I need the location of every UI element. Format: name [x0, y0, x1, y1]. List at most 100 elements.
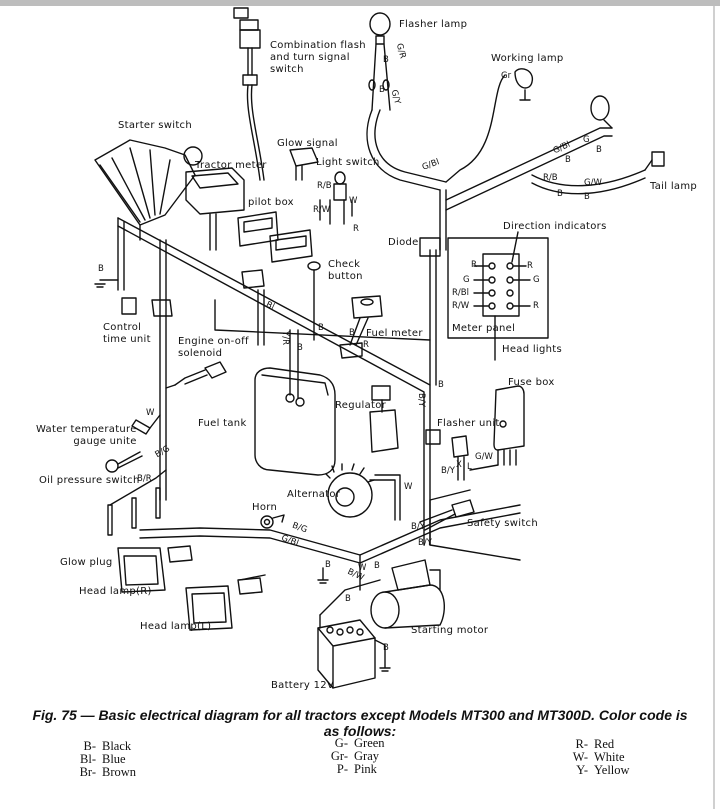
- wire-code: B: [318, 323, 324, 333]
- label-oil-pressure: Oil pressure switch: [39, 475, 140, 486]
- glow-plug-icon: [107, 469, 167, 536]
- wire-code: B: [584, 192, 590, 202]
- starting-motor-icon: [370, 559, 446, 629]
- wire-code: B: [374, 561, 380, 571]
- color-code-row: Gr-Gray: [320, 750, 385, 763]
- wire-code: B: [565, 155, 571, 165]
- wire-code: B/Y: [441, 466, 455, 476]
- wire-code: B/Y: [418, 538, 432, 548]
- wire-code: R: [533, 301, 539, 311]
- label-fuel-tank: Fuel tank: [198, 418, 247, 429]
- wire-code: R/B: [317, 181, 332, 191]
- horn-icon: [260, 514, 285, 529]
- connectors: [151, 237, 441, 595]
- label-engine-solenoid: Engine on-off solenoid: [178, 336, 249, 359]
- color-code-key: R-: [575, 737, 589, 751]
- label-combination-switch: Combination flash and turn signal switch: [270, 40, 366, 75]
- wire-code: W: [146, 408, 155, 418]
- label-head-lamp-r: Head lamp(R): [79, 586, 152, 597]
- label-tail-lamp: Tail lamp: [650, 181, 698, 192]
- color-code-row: G-Green: [320, 737, 385, 750]
- head-lamp-left-icon: [185, 585, 233, 631]
- oil-pressure-switch-icon: [105, 451, 143, 473]
- color-code-name: Pink: [354, 762, 377, 776]
- label-control-time-unit: Control time unit: [103, 322, 151, 345]
- wire-code: W: [349, 196, 358, 206]
- glow-signal-icon: [289, 147, 319, 181]
- wire-code: B: [349, 328, 355, 338]
- label-fuse-box: Fuse box: [508, 377, 555, 388]
- figure-caption: Fig. 75 — Basic electrical diagram for a…: [32, 707, 688, 739]
- label-direction-indicators: Direction indicators: [503, 221, 607, 232]
- fuel-meter-icon: [339, 295, 383, 359]
- color-code-name: White: [594, 750, 625, 764]
- label-tractor-meter: Tractor meter: [195, 160, 267, 171]
- lower-harness: [139, 489, 521, 616]
- label-alternator: Alternator: [287, 489, 341, 500]
- color-code-row: Y- Yellow: [560, 763, 630, 777]
- color-code-column-2: G-Green Gr-Gray P- Pink: [320, 737, 385, 776]
- wire-code: R/W: [452, 301, 470, 311]
- color-code-row: R-Red: [560, 738, 630, 751]
- wire-code: G/W: [584, 178, 602, 188]
- wire-code: B: [383, 55, 389, 65]
- window-top-bar: [0, 0, 720, 6]
- pilot-box-icon: [237, 211, 313, 263]
- color-code-row: B-Black: [68, 740, 136, 753]
- label-check-button: Check button: [328, 259, 363, 282]
- label-regulator: Regulator: [335, 400, 387, 411]
- light-switch-icon: [319, 171, 353, 225]
- color-code-key: W-: [572, 750, 588, 764]
- wire-code: G: [533, 275, 540, 285]
- label-battery: Battery 12V: [271, 680, 335, 691]
- wire-code: W: [404, 482, 413, 492]
- label-horn: Horn: [252, 502, 278, 513]
- head-lamp-right-icon: [117, 547, 166, 593]
- engine-solenoid-icon: [165, 361, 227, 389]
- tractor-meter-icon: [185, 167, 245, 251]
- color-code-key: Bl-: [80, 752, 96, 766]
- wire-code: B: [98, 264, 104, 274]
- wire-code: B/Y: [415, 393, 426, 407]
- wire-code: Y/R: [279, 331, 290, 345]
- wire-code: W: [358, 563, 367, 573]
- label-head-lights: Head lights: [502, 344, 562, 355]
- color-code-row: Bl-Blue: [68, 753, 136, 766]
- color-code-key: P-: [336, 762, 348, 776]
- wire-code: R: [527, 261, 533, 271]
- label-starting-motor: Starting motor: [411, 625, 489, 636]
- wire-code: G/W: [475, 452, 493, 462]
- wire-code: B/R: [137, 474, 152, 484]
- control-time-unit-icon: [94, 279, 137, 315]
- label-flasher-lamp: Flasher lamp: [399, 19, 468, 30]
- wire-code: B: [557, 189, 563, 199]
- color-code-row: W- White: [560, 751, 630, 764]
- color-code-name: Green: [354, 736, 385, 750]
- wire-code: B: [383, 643, 389, 653]
- wire-code: B: [596, 145, 602, 155]
- label-water-temp: Water temperature gauge unite: [36, 424, 137, 447]
- color-code-name: Gray: [354, 749, 379, 763]
- fuse-box-icon: [469, 385, 525, 471]
- wire-code: B: [325, 560, 331, 570]
- wire-code: B/Y: [411, 522, 425, 532]
- color-code-key: Y-: [576, 763, 588, 777]
- wire-code: B: [345, 594, 351, 604]
- safety-switch-icon: [419, 499, 475, 531]
- wire-code: G: [463, 275, 470, 285]
- color-code-name: Yellow: [594, 763, 630, 777]
- label-head-lamp-l: Head lamp(L): [140, 621, 212, 632]
- color-code-name: Brown: [102, 765, 137, 779]
- color-code-row: P- Pink: [320, 763, 385, 776]
- combination-switch-icon: [233, 7, 265, 181]
- page-edge: [713, 6, 715, 809]
- fuel-tank-icon: [254, 329, 336, 476]
- color-code-key: B-: [83, 739, 97, 753]
- wire-code: G: [583, 135, 590, 145]
- label-glow-signal: Glow signal: [277, 138, 338, 149]
- wire-code: R: [471, 260, 477, 270]
- label-diode: Diode: [388, 237, 419, 248]
- alternator-icon: [325, 463, 401, 521]
- wire-code: B: [379, 85, 385, 95]
- label-glow-plug: Glow plug: [60, 557, 113, 568]
